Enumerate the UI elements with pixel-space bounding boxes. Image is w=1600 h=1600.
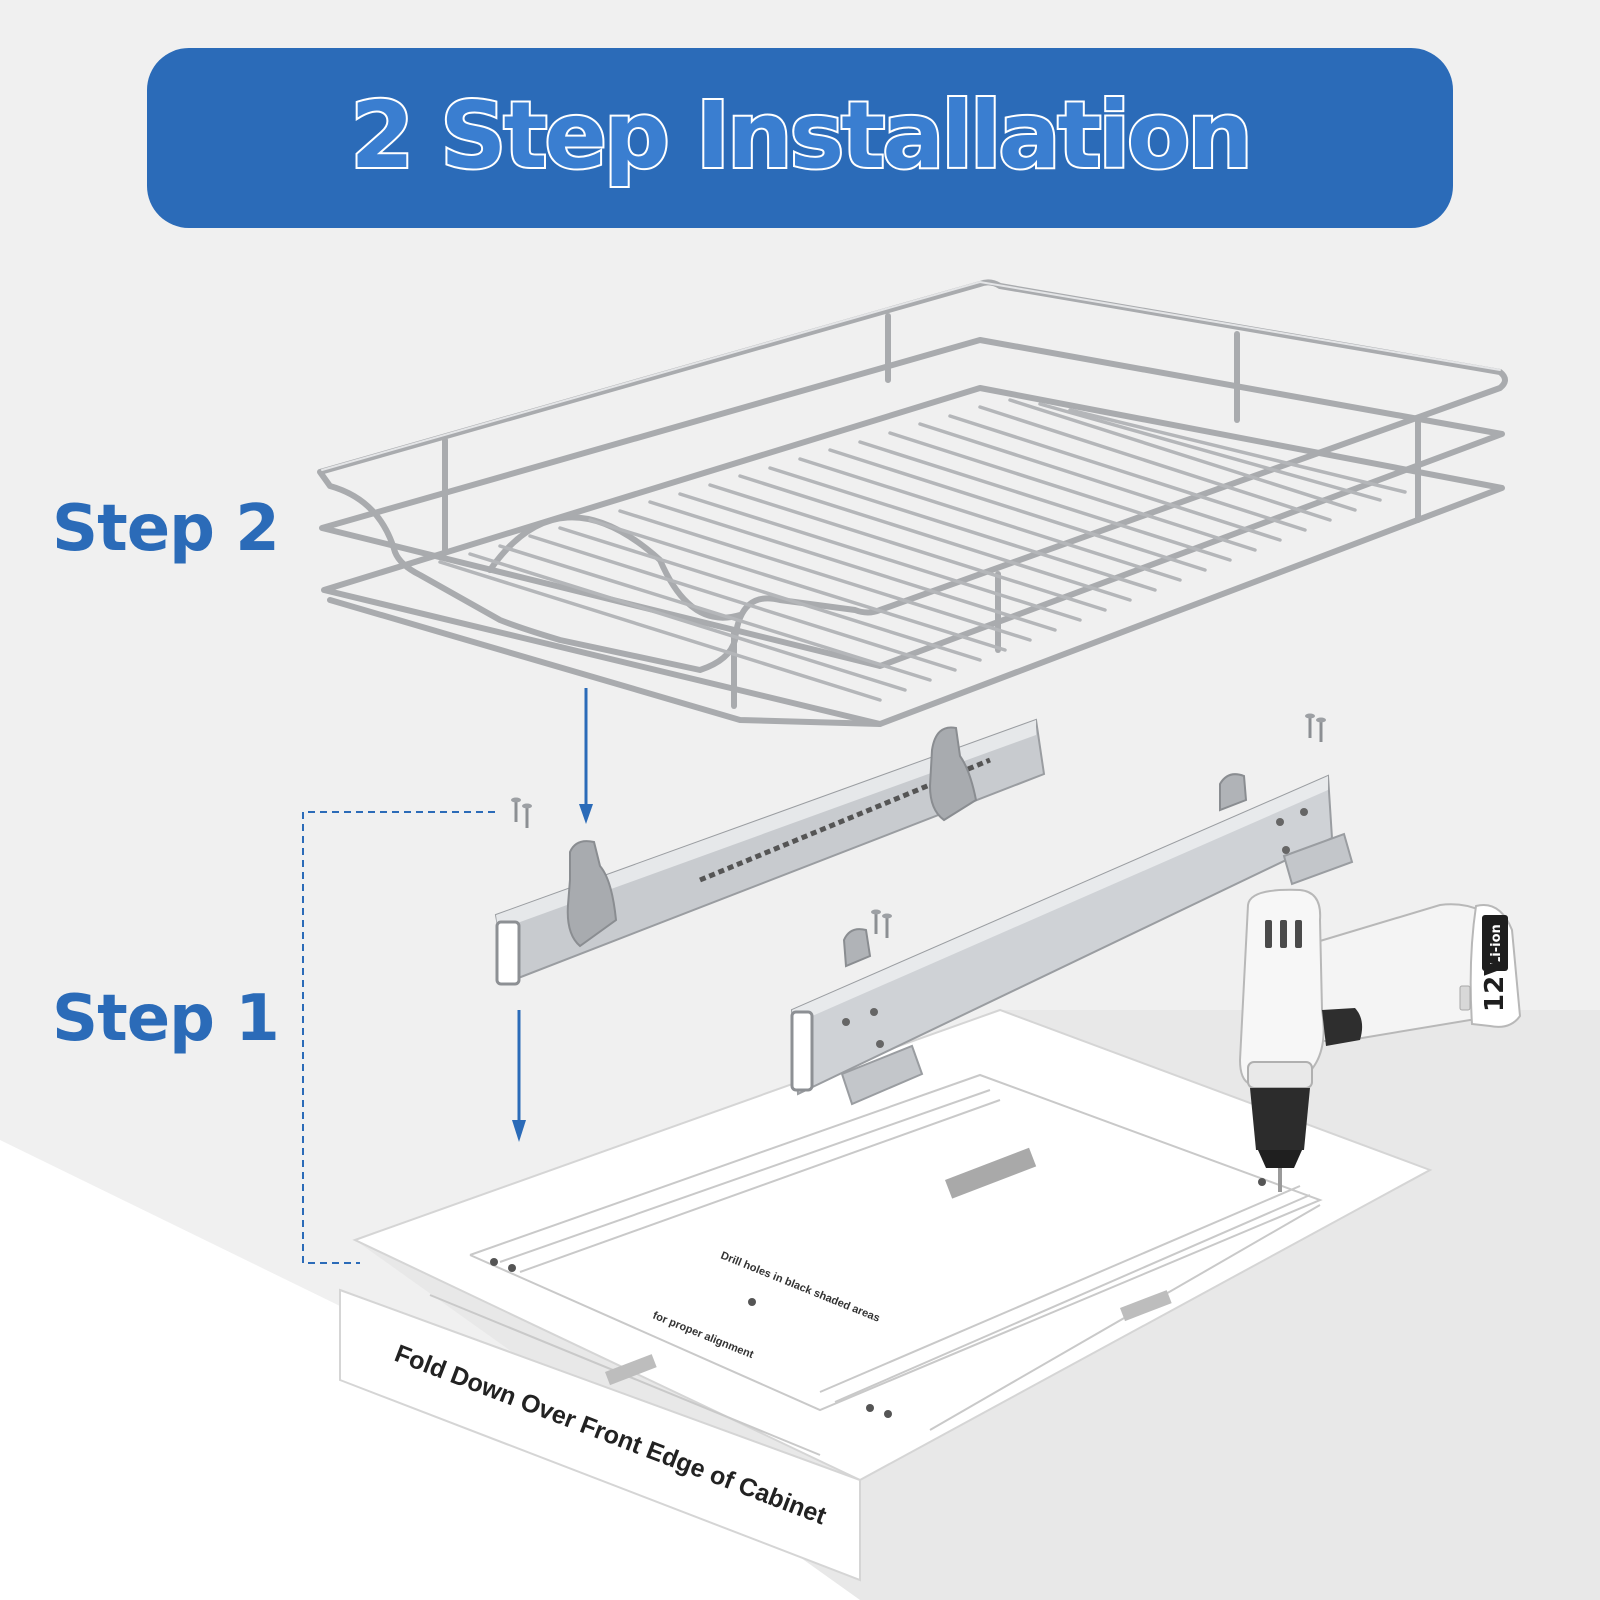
screw-icon: [871, 909, 892, 938]
drawer-slide-right: [790, 773, 1354, 1106]
shaded-area: [1120, 1290, 1172, 1322]
drill-mark: [508, 1264, 516, 1272]
step-1-label: Step 1: [52, 982, 280, 1056]
drill-mark: [490, 1258, 498, 1266]
wire-basket: [317, 279, 1508, 727]
arrow-down-icon: [512, 1010, 526, 1142]
slide-hook: [928, 726, 978, 822]
screw-icon: [511, 797, 532, 828]
battery-voltage-label: 12V: [1480, 956, 1510, 1012]
drawer-slide-left: [494, 718, 1046, 986]
drill-mark: [866, 1404, 874, 1412]
slide-hook: [842, 928, 872, 968]
drill-icon: Li-ion 12V: [1238, 888, 1522, 1192]
page-title: 2 Step Installation: [348, 80, 1254, 191]
battery-pack: Li-ion 12V: [1459, 904, 1522, 1028]
drill-mark: [748, 1298, 756, 1306]
slide-hook: [1219, 773, 1248, 812]
dashed-guide-line: [302, 811, 495, 1264]
shaded-area: [605, 1354, 657, 1386]
step-2-label: Step 2: [52, 492, 280, 566]
slide-hook: [566, 840, 618, 948]
drill-chuck: [1250, 1088, 1310, 1150]
drill-body: [1238, 888, 1325, 1086]
basket-floor-grid: [438, 398, 1407, 702]
arrow-down-icon: [579, 688, 593, 824]
battery-type-label: Li-ion: [1489, 924, 1504, 965]
screw-icon: [1305, 713, 1326, 742]
template-sheet: [352, 1008, 1433, 1482]
title-banner: 2 Step Installation: [147, 48, 1453, 228]
template-fold-flap: [339, 1288, 861, 1582]
drill-clutch: [1247, 1061, 1313, 1089]
drill-mark: [884, 1410, 892, 1418]
drill-mark: [1258, 1178, 1266, 1186]
shaded-area: [945, 1147, 1037, 1199]
drill-trigger: [1322, 1008, 1363, 1046]
